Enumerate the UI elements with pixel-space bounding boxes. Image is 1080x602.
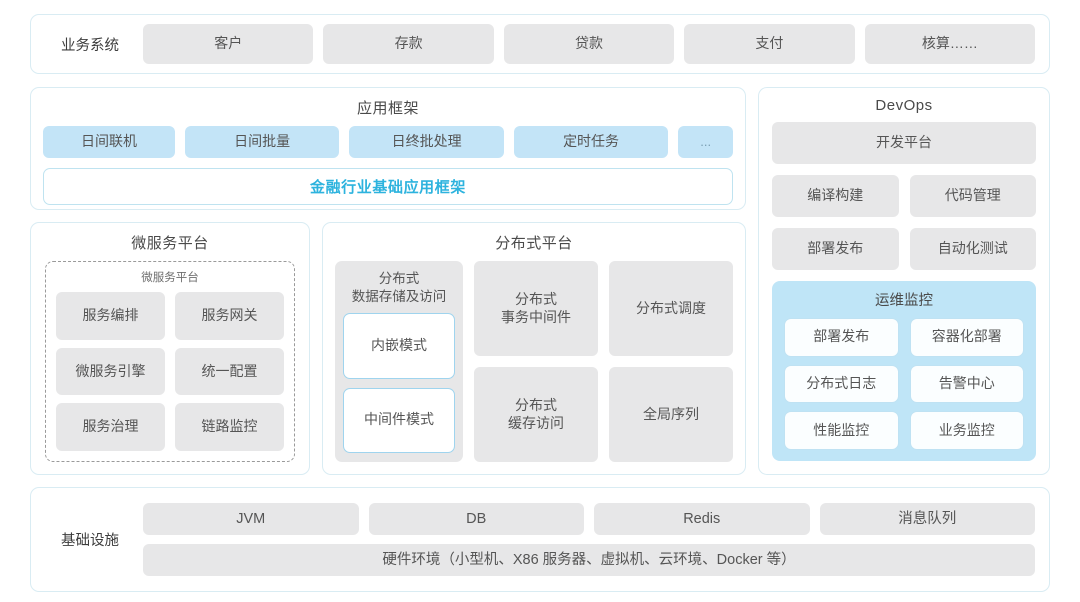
business-system-item[interactable]: 存款 [323, 24, 494, 64]
microservice-platform-inner-box: 微服务平台 服务编排 服务网关 微服务引擎 统一配置 服务治理 链路监控 [45, 261, 295, 462]
ops-monitor-item[interactable]: 容器化部署 [909, 318, 1024, 357]
middle-section: 应用框架 日间联机 日间批量 日终批处理 定时任务 ... 金融行业基础应用框架… [30, 87, 1050, 475]
distributed-card[interactable]: 分布式 事务中间件 [474, 261, 598, 356]
devops-content: DevOps 开发平台 编译构建 代码管理 部署发布 自动化测试 运维监控 部署… [759, 88, 1049, 474]
ops-monitor-item[interactable]: 分布式日志 [784, 364, 899, 404]
microservice-item[interactable]: 链路监控 [175, 403, 284, 451]
microservice-platform-inner-title: 微服务平台 [141, 272, 199, 284]
devops-item[interactable]: 代码管理 [909, 175, 1036, 217]
distributed-storage-title-line2: 数据存储及访问 [351, 288, 447, 304]
devops-item[interactable]: 部署发布 [772, 228, 899, 270]
microservice-item[interactable]: 服务网关 [175, 292, 284, 340]
microservice-platform-grid: 服务编排 服务网关 微服务引擎 统一配置 服务治理 链路监控 [56, 292, 284, 451]
distributed-card-line1: 分布式 [515, 396, 557, 413]
distributed-card-line1: 分布式调度 [636, 299, 706, 316]
devops-title: DevOps [875, 97, 933, 114]
distributed-card-line1: 分布式 [515, 290, 557, 307]
infrastructure-items-row: JVM DB Redis 消息队列 [143, 503, 1035, 535]
microservice-platform-title: 微服务平台 [131, 235, 209, 252]
microservice-platform-panel: 微服务平台 微服务平台 服务编排 服务网关 微服务引擎 统一配置 服务治理 链路… [30, 222, 310, 475]
business-systems-panel: 业务系统 客户 存款 贷款 支付 核算…… [30, 14, 1050, 74]
application-framework-chips: 日间联机 日间批量 日终批处理 定时任务 ... [43, 126, 733, 158]
app-framework-more[interactable]: ... [678, 126, 733, 158]
microservice-item[interactable]: 服务治理 [56, 403, 165, 451]
ops-monitor-item[interactable]: 告警中心 [909, 364, 1024, 404]
app-framework-item[interactable]: 日终批处理 [349, 126, 504, 158]
microservice-item[interactable]: 微服务引擎 [56, 347, 165, 396]
distributed-platform-body: 分布式 数据存储及访问 内嵌模式 中间件模式 分布式 [335, 261, 733, 462]
distributed-card[interactable]: 分布式调度 [609, 261, 733, 356]
business-system-item[interactable]: 支付 [684, 24, 855, 64]
app-framework-item[interactable]: 日间联机 [43, 126, 175, 158]
business-systems-label: 业务系统 [61, 37, 119, 54]
distributed-card-line2: 事务中间件 [501, 308, 571, 325]
infrastructure-panel: 基础设施 JVM DB Redis 消息队列 硬件环境（小型机、X86 服务器、… [30, 487, 1050, 592]
distributed-platform-cards: 分布式 事务中间件 分布式调度 分布 [474, 261, 733, 462]
ops-monitor-item[interactable]: 业务监控 [909, 411, 1024, 450]
distributed-card-line2: 缓存访问 [508, 414, 564, 431]
storage-mode-item[interactable]: 内嵌模式 [343, 313, 455, 379]
hardware-environment-bar[interactable]: 硬件环境（小型机、X86 服务器、虚拟机、云环境、Docker 等） [143, 544, 1035, 576]
devops-items-row: 部署发布 自动化测试 [772, 228, 1036, 270]
ops-monitor-item[interactable]: 性能监控 [784, 411, 899, 450]
infrastructure-stack: JVM DB Redis 消息队列 硬件环境（小型机、X86 服务器、虚拟机、云… [143, 503, 1035, 576]
distributed-card[interactable]: 分布式 缓存访问 [474, 367, 598, 462]
infrastructure-item[interactable]: JVM [143, 503, 359, 535]
ops-monitor-item[interactable]: 部署发布 [784, 318, 899, 357]
middle-left-column: 应用框架 日间联机 日间批量 日终批处理 定时任务 ... 金融行业基础应用框架… [30, 87, 746, 475]
application-framework-panel: 应用框架 日间联机 日间批量 日终批处理 定时任务 ... 金融行业基础应用框架 [30, 87, 746, 210]
distributed-platform-panel: 分布式平台 分布式 数据存储及访问 内嵌模式 中间件模式 [322, 222, 746, 475]
ops-monitor-title: 运维监控 [875, 293, 933, 309]
distributed-card-line1: 全局序列 [643, 405, 699, 422]
ops-monitor-block: 运维监控 部署发布 容器化部署 分布式日志 告警中心 性能监控 业务监控 [772, 281, 1036, 461]
app-framework-item[interactable]: 定时任务 [513, 126, 669, 158]
distributed-storage-modes: 内嵌模式 中间件模式 [343, 313, 455, 453]
financial-foundation-framework-bar[interactable]: 金融行业基础应用框架 [43, 168, 733, 205]
distributed-storage-title-line1: 分布式 [378, 271, 420, 286]
platforms-row: 微服务平台 微服务平台 服务编排 服务网关 微服务引擎 统一配置 服务治理 链路… [30, 222, 746, 475]
infrastructure-item[interactable]: DB [368, 503, 584, 535]
infrastructure-label: 基础设施 [61, 533, 119, 549]
business-system-item[interactable]: 客户 [143, 24, 314, 64]
distributed-platform-title: 分布式平台 [495, 235, 573, 252]
devops-item[interactable]: 编译构建 [772, 175, 899, 217]
ops-monitor-grid: 部署发布 容器化部署 分布式日志 告警中心 性能监控 业务监控 [784, 318, 1024, 450]
devops-panel: DevOps 开发平台 编译构建 代码管理 部署发布 自动化测试 运维监控 部署… [758, 87, 1050, 475]
devops-items-row: 编译构建 代码管理 [772, 175, 1036, 217]
devops-platform-item[interactable]: 开发平台 [772, 122, 1036, 164]
distributed-card[interactable]: 全局序列 [609, 367, 733, 462]
microservice-item[interactable]: 服务编排 [56, 292, 165, 340]
devops-item[interactable]: 自动化测试 [909, 228, 1036, 270]
business-system-item[interactable]: 核算…… [864, 24, 1036, 64]
business-system-item[interactable]: 贷款 [503, 24, 675, 64]
infrastructure-item[interactable]: Redis [594, 503, 810, 535]
application-framework-title: 应用框架 [356, 100, 419, 117]
microservice-item[interactable]: 统一配置 [175, 347, 284, 396]
storage-mode-item[interactable]: 中间件模式 [343, 387, 455, 453]
distributed-storage-card[interactable]: 分布式 数据存储及访问 内嵌模式 中间件模式 [335, 261, 463, 462]
app-framework-item[interactable]: 日间批量 [184, 126, 340, 158]
distributed-storage-title: 分布式 数据存储及访问 [343, 270, 455, 313]
infrastructure-item[interactable]: 消息队列 [819, 503, 1035, 535]
